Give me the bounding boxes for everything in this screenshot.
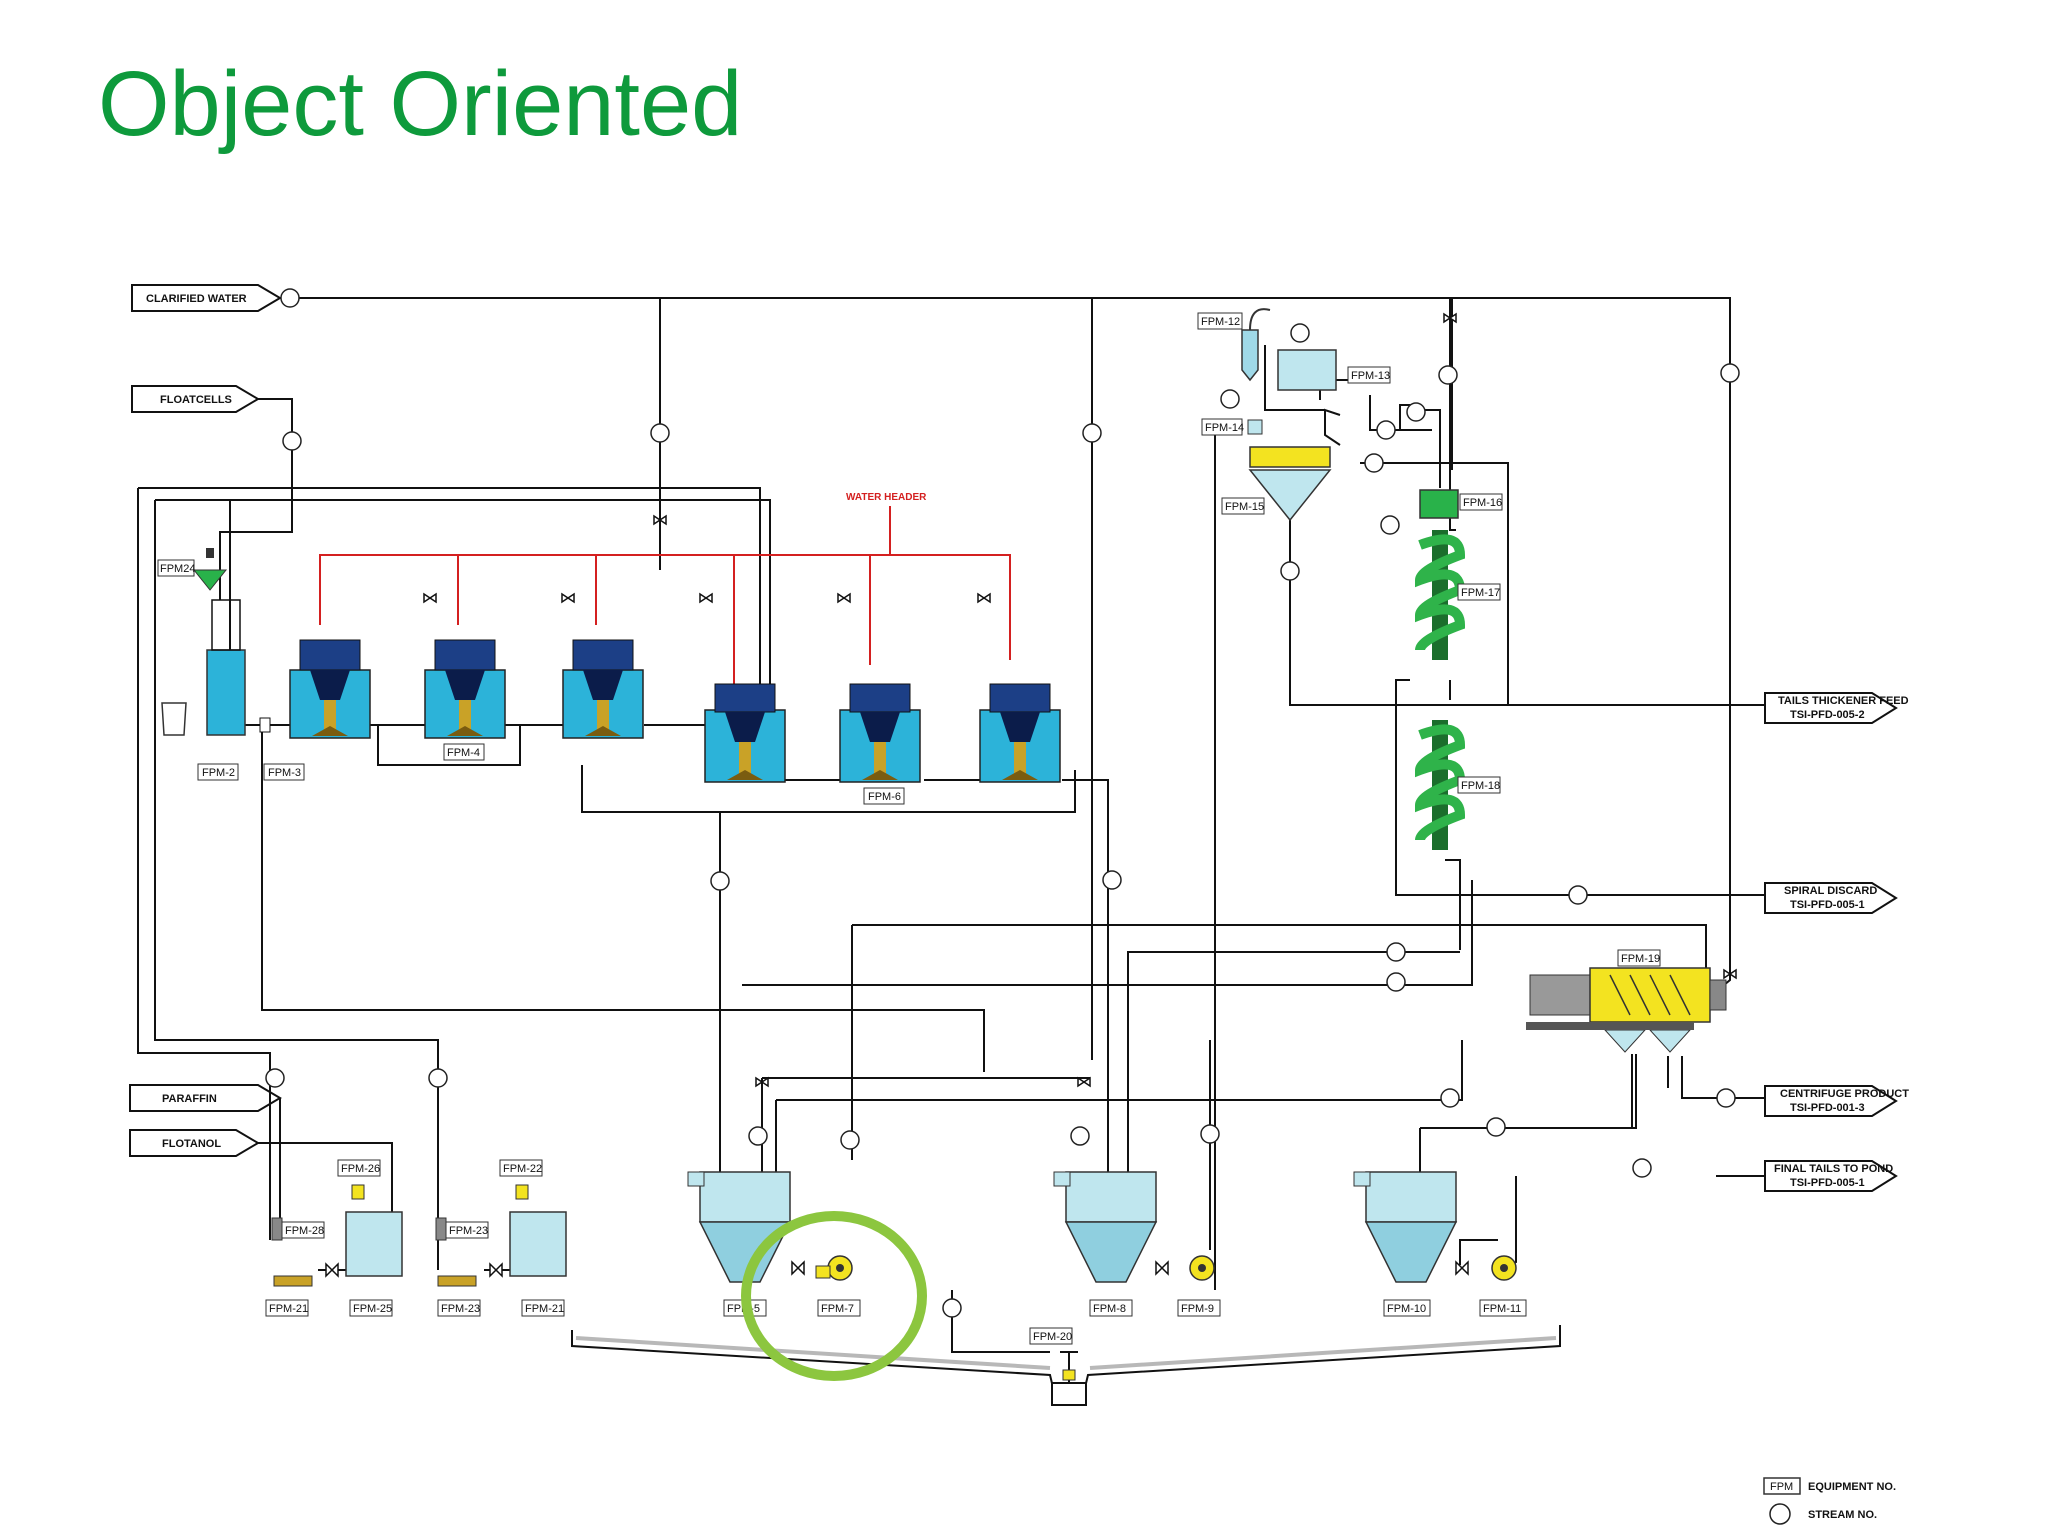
fpm19-centrifuge: FPM-19 [1526,949,1727,1053]
water-header-label: WATER HEADER [846,492,927,503]
fpm28-label: FPM-28 [285,1225,324,1237]
legend-equipment-label: EQUIPMENT NO. [1808,1481,1896,1493]
flotation-cell-2: FPM-4 [424,639,506,761]
fpm23-label: FPM-23 [449,1225,488,1237]
fpm21b-label: FPM-21 [525,1303,564,1315]
fpm12-cyclone: FPM-12 [1197,308,1271,382]
input-floatcells: FLOATCELLS [131,385,260,413]
input-clarified-water: CLARIFIED WATER [131,284,282,312]
flotation-cell-5: FPM-6 [839,683,921,805]
fpm23b-label: FPM-23 [441,1303,480,1315]
legend: FPM EQUIPMENT NO. STREAM NO. [1763,1477,1896,1525]
fpm2-label: FPM-2 [202,767,235,779]
output-4-line1: FINAL TAILS TO POND [1774,1163,1893,1175]
flotation-cell-6 [979,683,1061,783]
fpm24-cyclone: FPM24 [157,548,228,591]
fpm11-label: FPM-11 [1483,1303,1521,1315]
valves [325,312,1737,1278]
fpm22-tank: FPM-22 [499,1159,567,1277]
fpm16-label: FPM-16 [1463,497,1502,509]
output-1-line2: TSI-PFD-005-2 [1790,709,1865,721]
input-clarified-water-label: CLARIFIED WATER [146,293,247,305]
legend-stream-label: STREAM NO. [1808,1509,1877,1521]
fpm19-label: FPM-19 [1621,953,1660,965]
pump-fpm7: FPM-7 [815,1255,861,1317]
fpm7-label: FPM-7 [821,1303,854,1315]
fpm8-label: FPM-8 [1093,1303,1126,1315]
chem-labels: FPM-21 FPM-25 FPM-23 FPM-21 [265,1299,565,1317]
legend-box-code: FPM [1770,1481,1793,1493]
output-centrifuge-product: CENTRIFUGE PRODUCT TSI-PFD-001-3 [1764,1085,1909,1117]
output-3-line2: TSI-PFD-001-3 [1790,1102,1865,1114]
output-3-line1: CENTRIFUGE PRODUCT [1780,1088,1909,1100]
fpm6-label: FPM-6 [868,791,901,803]
water-header-lines: WATER HEADER [319,492,1011,690]
fpm18-label: FPM-18 [1461,780,1500,792]
pump-fpm9: FPM-9 [1177,1255,1221,1317]
fpm15-label: FPM-15 [1225,501,1264,513]
output-4-line2: TSI-PFD-005-1 [1790,1177,1865,1189]
input-paraffin-label: PARAFFIN [162,1093,217,1105]
slide-title: Object Oriented [98,53,743,155]
fpm9-label: FPM-9 [1181,1303,1214,1315]
fpm14-feeder: FPM-14 [1201,418,1263,436]
input-paraffin: PARAFFIN [129,1084,282,1112]
stream-bubbles [265,288,1740,1318]
fpm4-label: FPM-4 [447,747,480,759]
thickener-fpm10: FPM-10 [1353,1171,1458,1317]
fpm3-pump: FPM-3 [259,717,305,781]
fpm10-label: FPM-10 [1387,1303,1426,1315]
input-flotanol: FLOTANOL [129,1129,260,1157]
output-2-line1: SPIRAL DISCARD [1784,885,1877,897]
output-2-line2: TSI-PFD-005-1 [1790,899,1865,911]
legend-stream-bubble [1769,1503,1791,1525]
fpm20-label: FPM-20 [1033,1331,1072,1343]
fpm16-box: FPM-16 [1419,489,1503,519]
fpm20-sump-pump: FPM-20 [1029,1327,1073,1345]
flotation-cell-1 [289,639,371,739]
flotation-cell-3 [562,639,644,739]
fpm15-screen: FPM-15 [1221,446,1332,522]
fpm3-label: FPM-3 [268,767,301,779]
fpm23-meter: FPM-23 [435,1217,489,1287]
fpm24-label: FPM24 [160,563,195,575]
fpm26-tank: FPM-26 [337,1159,403,1277]
fpm12-label: FPM-12 [1201,316,1240,328]
input-floatcells-label: FLOATCELLS [160,394,232,406]
fpm17-spiral: FPM-17 [1414,530,1501,660]
fpm26-label: FPM-26 [341,1163,380,1175]
input-flotanol-label: FLOTANOL [162,1138,221,1150]
flotation-cell-4 [704,683,786,783]
output-1-line1: TAILS THICKENER FEED [1778,695,1909,707]
thickener-fpm5: FPM-5 [687,1171,792,1317]
fpm21-label: FPM-21 [269,1303,308,1315]
fpm14-label: FPM-14 [1205,422,1244,434]
output-final-tails: FINAL TAILS TO POND TSI-PFD-005-1 [1764,1160,1898,1192]
fpm13-label: FPM-13 [1351,370,1390,382]
fpm22-label: FPM-22 [503,1163,542,1175]
pump-fpm11: FPM-11 [1479,1255,1527,1317]
fpm13-tank: FPM-13 [1277,349,1391,391]
fpm25-label: FPM-25 [353,1303,392,1315]
fpm28-meter: FPM-28 [271,1217,325,1287]
fpm18-spiral: FPM-18 [1414,720,1501,850]
fpm17-label: FPM-17 [1461,587,1500,599]
thickener-fpm8: FPM-8 [1053,1171,1158,1317]
output-tails-thickener-feed: TAILS THICKENER FEED TSI-PFD-005-2 [1508,692,1909,724]
highlight-circle [741,1211,927,1381]
fpm2-column: FPM-2 [161,599,246,781]
output-spiral-discard: SPIRAL DISCARD TSI-PFD-005-1 [1764,882,1898,914]
legend-equipment-box [1763,1477,1801,1495]
